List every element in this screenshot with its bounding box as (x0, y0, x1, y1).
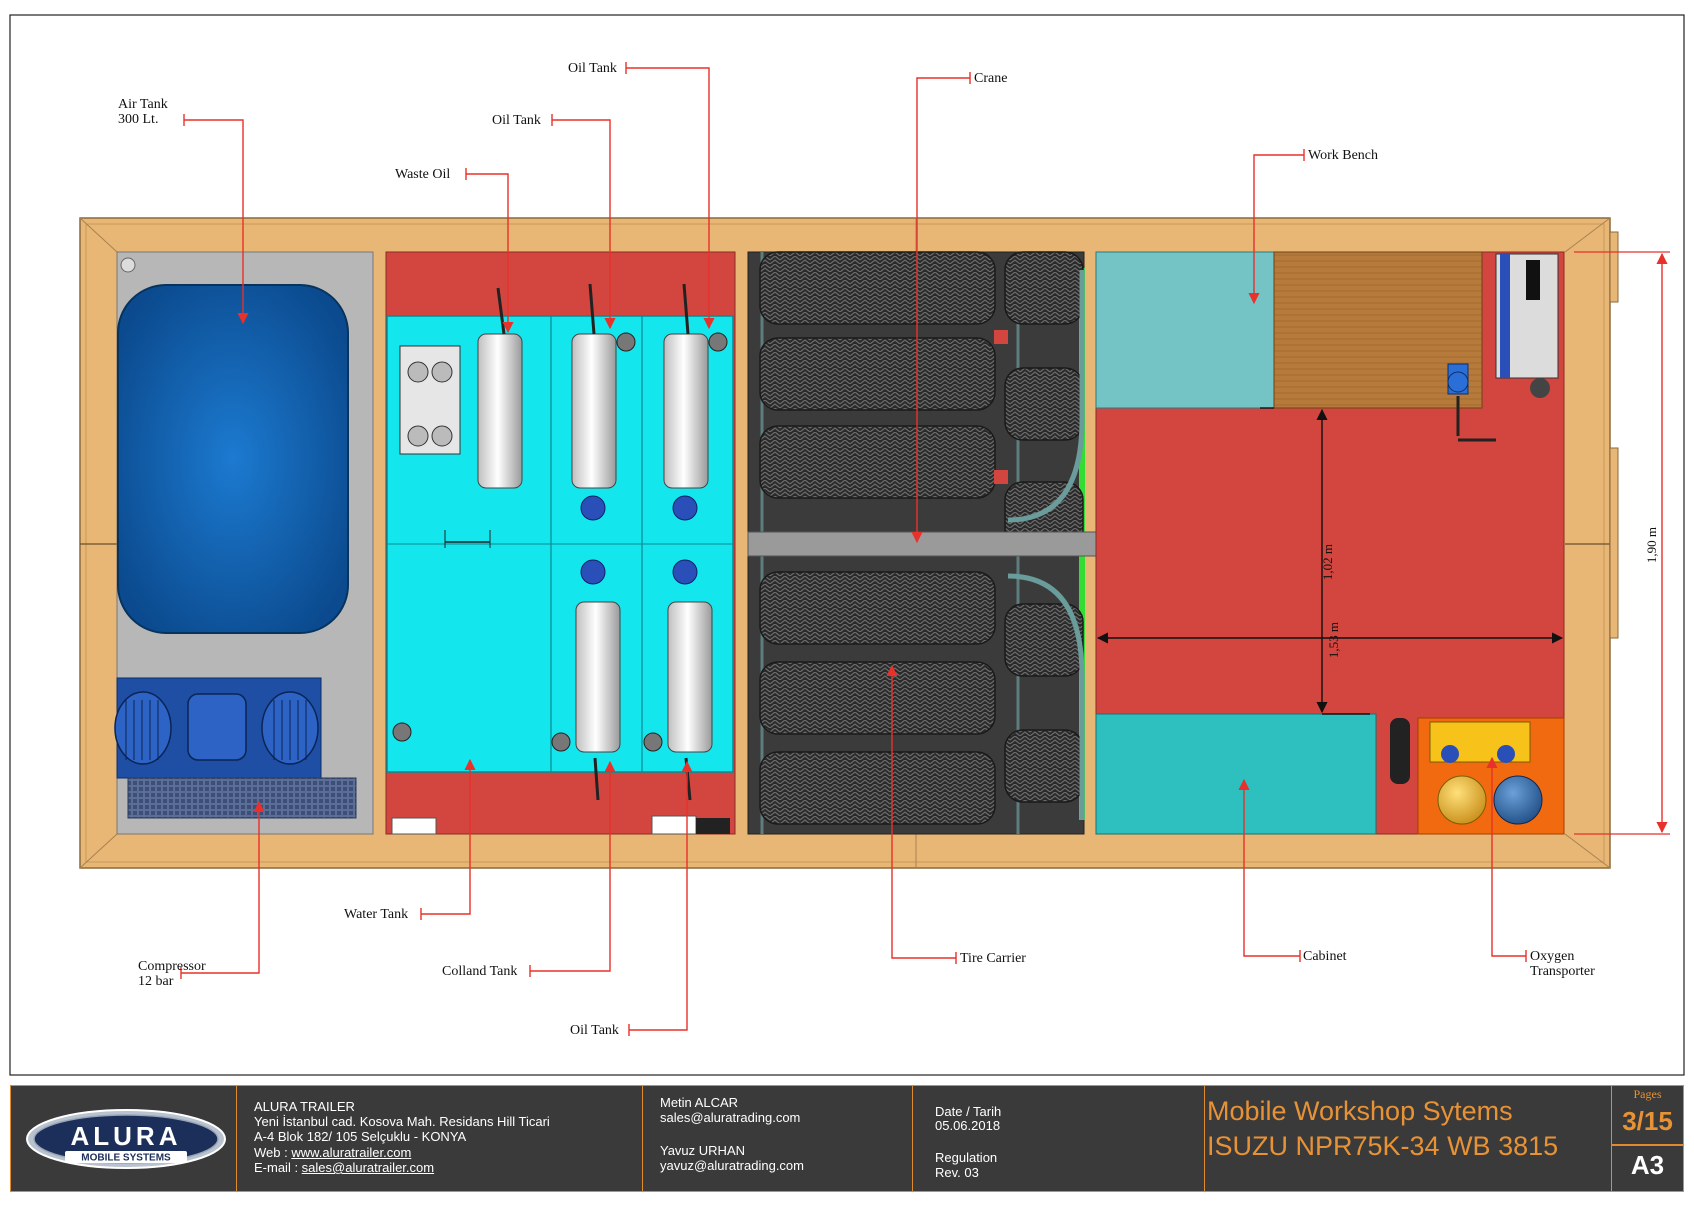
air-compressor-bay (114, 251, 374, 835)
title-block-logo-cell: ALURA MOBILE SYSTEMS (11, 1086, 237, 1191)
regulation-label: Regulation (935, 1150, 998, 1165)
company-name: ALURA TRAILER (254, 1099, 355, 1114)
title-block: ALURA MOBILE SYSTEMS ALURA TRAILER Yeni … (10, 1085, 1684, 1192)
company-address-2: A-4 Blok 182/ 105 Selçuklu - KONYA (254, 1129, 467, 1144)
label-water-tank: Water Tank (344, 907, 409, 922)
label-oil-tank-2: Oil Tank (568, 61, 617, 76)
title-block-title-cell: Mobile Workshop Sytems ISUZU NPR75K-34 W… (1205, 1086, 1612, 1191)
label-air-tank-capacity: 300 Lt. (118, 112, 159, 127)
label-waste-oil: Waste Oil (395, 167, 451, 182)
web-link[interactable]: www.aluratrailer.com (291, 1145, 412, 1160)
contact-2-name: Yavuz URHAN (660, 1143, 746, 1158)
label-tire-carrier: Tire Carrier (960, 951, 1026, 966)
date-label: Date / Tarih (935, 1104, 1002, 1119)
label-compressor-name: Compressor (138, 959, 206, 974)
company-email: E-mail : sales@aluratrailer.com (254, 1160, 434, 1175)
logo-text: ALURA (71, 1121, 182, 1151)
label-colland-tank: Colland Tank (442, 964, 518, 979)
label-crane: Crane (974, 71, 1008, 86)
height-dimension-label: 1,90 m (1644, 527, 1659, 563)
pages-label: Pages (1633, 1087, 1662, 1101)
leader-lines (181, 67, 1526, 1031)
label-air-tank-name: Air Tank (118, 97, 168, 112)
vertical-dimension-label: 1,02 m (1320, 544, 1335, 580)
logo-subtext: MOBILE SYSTEMS (81, 1153, 171, 1164)
horizontal-dimension-label: 1,53 m (1326, 622, 1341, 658)
alura-logo: ALURA MOBILE SYSTEMS (26, 1109, 226, 1169)
contact-1-email: sales@aluratrading.com (660, 1110, 801, 1125)
label-compressor-pressure: 12 bar (138, 974, 174, 989)
fluid-tanks-bay (385, 251, 736, 835)
web-label: Web : (254, 1145, 292, 1160)
contact-2-email: yavuz@aluratrading.com (660, 1158, 804, 1173)
label-cabinet: Cabinet (1303, 949, 1347, 964)
paper-size: A3 (1630, 1150, 1665, 1180)
title-block-company-cell: ALURA TRAILER Yeni İstanbul cad. Kosova … (237, 1086, 643, 1191)
contact-1-name: Metin ALCAR (660, 1095, 739, 1110)
title-block-pages-cell: Pages 3/15 A3 (1612, 1086, 1683, 1191)
work-area-bay (1095, 251, 1565, 835)
label-oxygen-name: Oxygen (1530, 949, 1575, 964)
label-oil-tank-1: Oil Tank (492, 113, 541, 128)
dimension-lines (1096, 407, 1564, 715)
label-oxygen-transporter: Oxygen Transporter (1530, 949, 1595, 979)
title-block-contacts-cell: Metin ALCAR sales@aluratrading.com Yavuz… (643, 1086, 913, 1191)
email-label: E-mail : (254, 1160, 302, 1175)
label-oil-tank-3: Oil Tank (570, 1023, 619, 1038)
leader-ticks (180, 62, 1527, 1036)
pages-divider (1612, 1144, 1683, 1146)
overall-height-dimension (1574, 251, 1670, 835)
label-oxygen-transporter-word: Transporter (1530, 964, 1595, 979)
date-value: 05.06.2018 (935, 1118, 1001, 1133)
oxygen-transporter (1390, 717, 1565, 835)
company-address-1: Yeni İstanbul cad. Kosova Mah. Residans … (254, 1114, 550, 1129)
revision-value: Rev. 03 (935, 1165, 979, 1180)
label-air-tank: Air Tank 300 Lt. (118, 97, 188, 127)
drawing-title-2: ISUZU NPR75K-34 WB 3815 (1207, 1131, 1559, 1161)
company-web: Web : www.aluratrailer.com (254, 1145, 411, 1160)
email-link[interactable]: sales@aluratrailer.com (301, 1160, 435, 1175)
title-block-date-cell: Date / Tarih 05.06.2018 Regulation Rev. … (913, 1086, 1205, 1191)
label-work-bench: Work Bench (1308, 148, 1379, 163)
pages-value: 3/15 (1622, 1106, 1673, 1136)
drawing-title-1: Mobile Workshop Sytems (1207, 1096, 1513, 1126)
label-compressor: Compressor 12 bar (138, 959, 206, 989)
